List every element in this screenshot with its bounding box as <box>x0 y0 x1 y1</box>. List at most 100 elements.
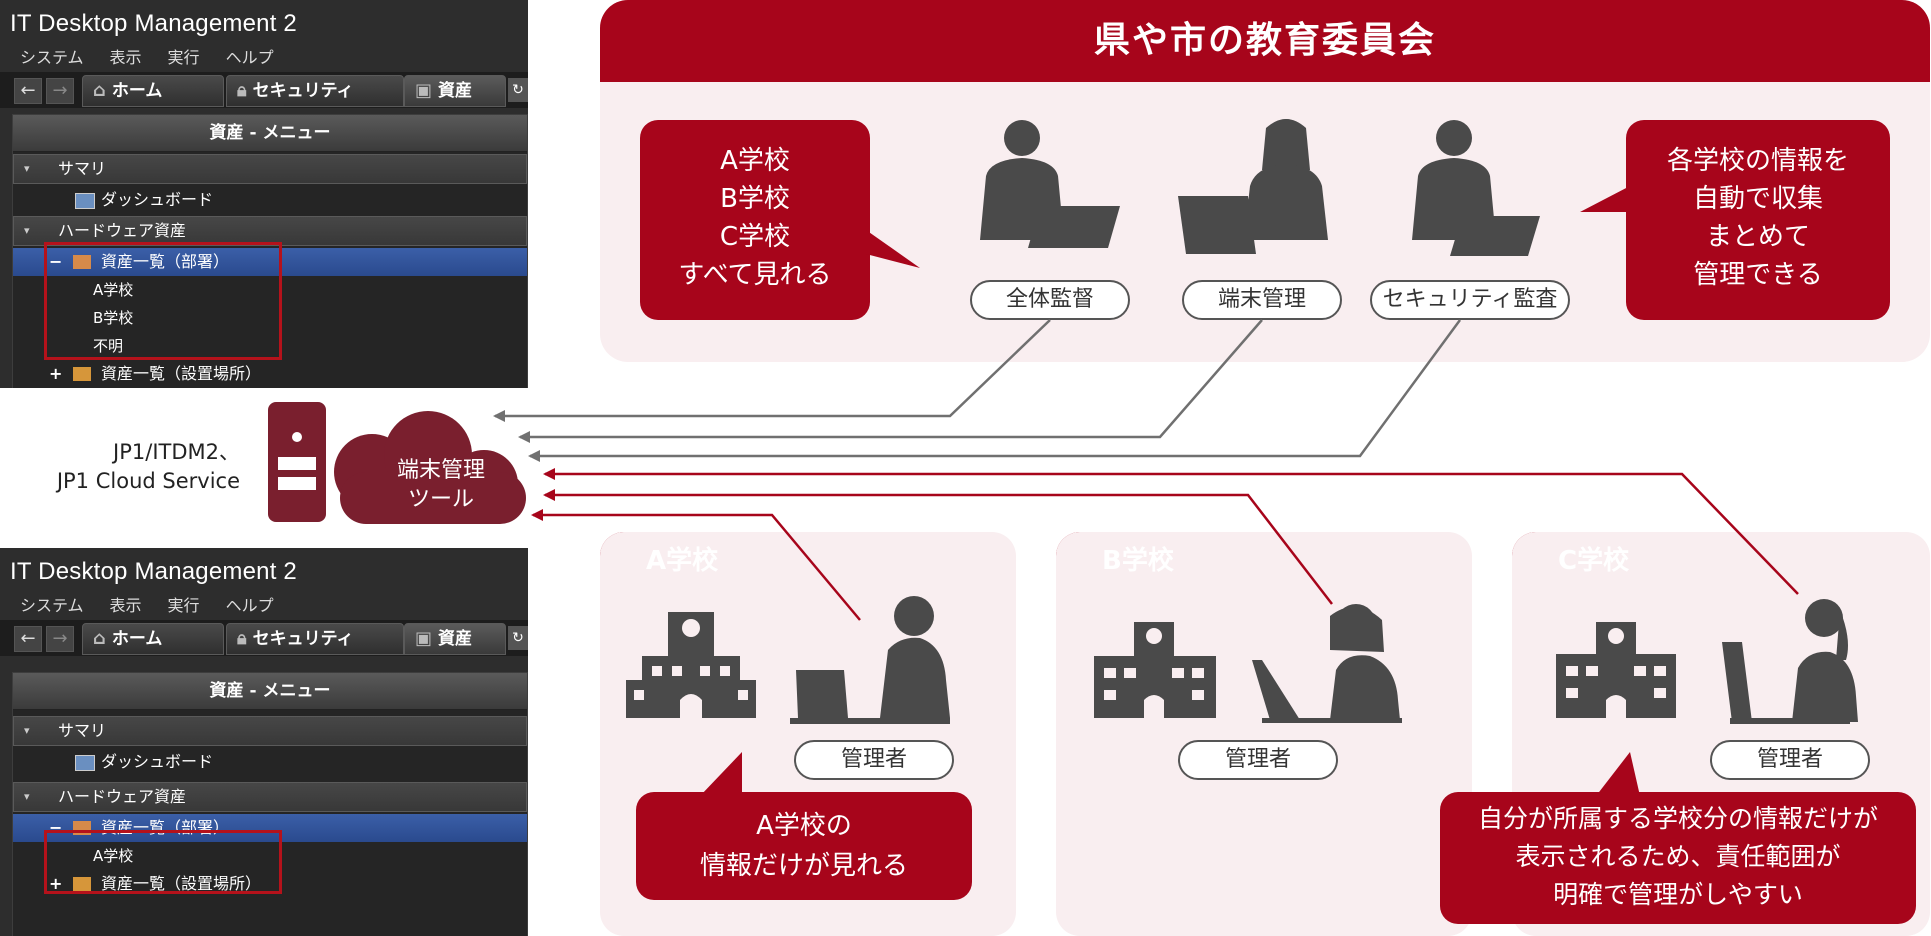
menu-system[interactable]: システム <box>20 48 84 67</box>
school-b-tag: B学校 <box>1056 532 1174 590</box>
lock-icon: 🔒︎ <box>237 628 247 649</box>
back-arrow-icon[interactable]: ← <box>14 626 42 652</box>
home-icon: ⌂ <box>93 80 106 101</box>
dashboard-icon <box>75 755 95 771</box>
tab-assets[interactable]: ▣資産 <box>404 75 506 107</box>
connector-device-admin <box>518 319 1263 443</box>
panel-title: 資産 - メニュー <box>13 673 527 710</box>
school-c-tag: C学校 <box>1512 532 1629 590</box>
forward-arrow-icon[interactable]: → <box>46 626 74 652</box>
tab-home[interactable]: ⌂ホーム <box>82 623 224 655</box>
dept-item[interactable]: A学校 <box>93 847 134 865</box>
person-laptop-icon <box>980 120 1120 248</box>
bubble-tail <box>866 230 920 268</box>
item-dashboard[interactable]: ダッシュボード <box>13 748 527 776</box>
school-c-role: 管理者 <box>1710 740 1870 780</box>
cloud-icon <box>334 411 526 524</box>
tab-assets[interactable]: ▣資産 <box>404 623 506 655</box>
menu-run[interactable]: 実行 <box>167 48 200 67</box>
tab-security[interactable]: 🔒︎セキュリティ <box>226 623 404 655</box>
person-desk-icon <box>1252 604 1402 723</box>
school-a-tag: A学校 <box>600 532 718 590</box>
connector-school-c <box>543 468 1799 595</box>
expand-icon: + <box>49 364 63 383</box>
dept-item[interactable]: 不明 <box>93 337 124 355</box>
connector-school-a <box>531 509 861 621</box>
bubble-tail <box>1580 186 1630 212</box>
school-building-icon <box>626 612 756 718</box>
toolbar: ← → ⌂ホーム 🔒︎セキュリティ ▣資産 ↻ <box>0 72 528 108</box>
itdm2-window-council: IT Desktop Management 2 システム 表示 実行 ヘルプ ←… <box>0 0 528 388</box>
menu-bar: システム 表示 実行 ヘルプ <box>0 40 528 70</box>
menu-help[interactable]: ヘルプ <box>225 596 274 615</box>
caret-down-icon: ▾ <box>24 790 30 803</box>
school-a-bubble: A学校の 情報だけが見れる <box>636 792 972 900</box>
school-b-panel: B学校 <box>1056 532 1472 936</box>
tab-security[interactable]: 🔒︎セキュリティ <box>226 75 404 107</box>
person-laptop-icon <box>1178 119 1328 254</box>
server-icon <box>268 402 326 522</box>
asset-menu-panel: 資産 - メニュー ▾ サマリ ダッシュボード ▾ ハードウェア資産 − 資産一… <box>12 672 528 936</box>
toolbar: ← → ⌂ホーム 🔒︎セキュリティ ▣資産 ↻ <box>0 620 528 656</box>
window-title: IT Desktop Management 2 <box>10 558 297 585</box>
menu-help[interactable]: ヘルプ <box>225 48 274 67</box>
refresh-icon[interactable]: ↻ <box>508 626 528 650</box>
menu-run[interactable]: 実行 <box>167 596 200 615</box>
org-tree-icon <box>73 255 91 269</box>
group-hardware[interactable]: ▾ ハードウェア資産 <box>13 216 527 246</box>
panel-title: 資産 - メニュー <box>13 115 527 152</box>
menu-view[interactable]: 表示 <box>109 48 142 67</box>
person-desk-icon <box>790 596 950 724</box>
expand-icon: + <box>49 874 63 893</box>
itdm2-window-school: IT Desktop Management 2 システム 表示 実行 ヘルプ ←… <box>0 548 528 936</box>
caret-down-icon: ▾ <box>24 224 30 237</box>
menu-view[interactable]: 表示 <box>109 596 142 615</box>
school-c-bubble: 自分が所属する学校分の情報だけが 表示されるため、責任範囲が 明確で管理がしやす… <box>1440 792 1916 924</box>
role-supervisor: 全体監督 <box>970 280 1130 320</box>
item-dashboard[interactable]: ダッシュボード <box>13 186 527 214</box>
caret-down-icon: ▾ <box>24 162 30 175</box>
role-security-audit: セキュリティ監査 <box>1370 280 1570 320</box>
item-asset-location[interactable]: + 資産一覧（設置場所） <box>13 870 527 898</box>
building-small-icon <box>73 367 91 381</box>
council-left-bubble: A学校 B学校 C学校 すべて見れる <box>640 120 870 320</box>
bubble-tail <box>1596 752 1640 796</box>
dept-item[interactable]: A学校 <box>93 281 134 299</box>
asset-menu-panel: 資産 - メニュー ▾ サマリ ダッシュボード ▾ ハードウェア資産 − 資産一… <box>12 114 528 388</box>
person-laptop-icon <box>1412 120 1540 256</box>
window-title: IT Desktop Management 2 <box>10 10 297 37</box>
tab-home[interactable]: ⌂ホーム <box>82 75 224 107</box>
school-a-role: 管理者 <box>794 740 954 780</box>
item-asset-location[interactable]: + 資産一覧（設置場所） <box>13 360 527 388</box>
home-icon: ⌂ <box>93 628 106 649</box>
cloud-label: 端末管理 ツール <box>396 458 485 512</box>
group-summary[interactable]: ▾ サマリ <box>13 154 527 184</box>
council-right-bubble: 各学校の情報を 自動で収集 まとめて 管理できる <box>1626 120 1890 320</box>
dept-item[interactable]: B学校 <box>93 309 134 327</box>
menu-bar: システム 表示 実行 ヘルプ <box>0 588 528 618</box>
forward-arrow-icon[interactable]: → <box>46 78 74 104</box>
connector-school-b <box>543 489 1333 605</box>
highlight-box <box>44 242 282 360</box>
role-device-admin: 端末管理 <box>1182 280 1342 320</box>
menu-system[interactable]: システム <box>20 596 84 615</box>
bubble-tail <box>700 752 742 796</box>
connector-supervisor <box>493 319 1051 422</box>
collapse-icon: − <box>49 252 63 271</box>
connector-security <box>528 319 1462 462</box>
refresh-icon[interactable]: ↻ <box>508 78 528 102</box>
group-summary[interactable]: ▾ サマリ <box>13 716 527 746</box>
building-small-icon <box>73 877 91 891</box>
highlight-box <box>44 830 282 894</box>
group-hardware[interactable]: ▾ ハードウェア資産 <box>13 782 527 812</box>
item-asset-dept[interactable]: − 資産一覧（部署） <box>13 248 527 276</box>
council-title: 県や市の教育委員会 <box>600 0 1930 82</box>
back-arrow-icon[interactable]: ← <box>14 78 42 104</box>
lock-icon: 🔒︎ <box>237 80 247 101</box>
tool-product-label: JP1/ITDM2、 JP1 Cloud Service <box>56 440 240 493</box>
dashboard-icon <box>75 193 95 209</box>
school-building-icon <box>1094 622 1216 718</box>
school-building-icon <box>1556 622 1676 718</box>
assets-icon: ▣ <box>415 628 433 649</box>
